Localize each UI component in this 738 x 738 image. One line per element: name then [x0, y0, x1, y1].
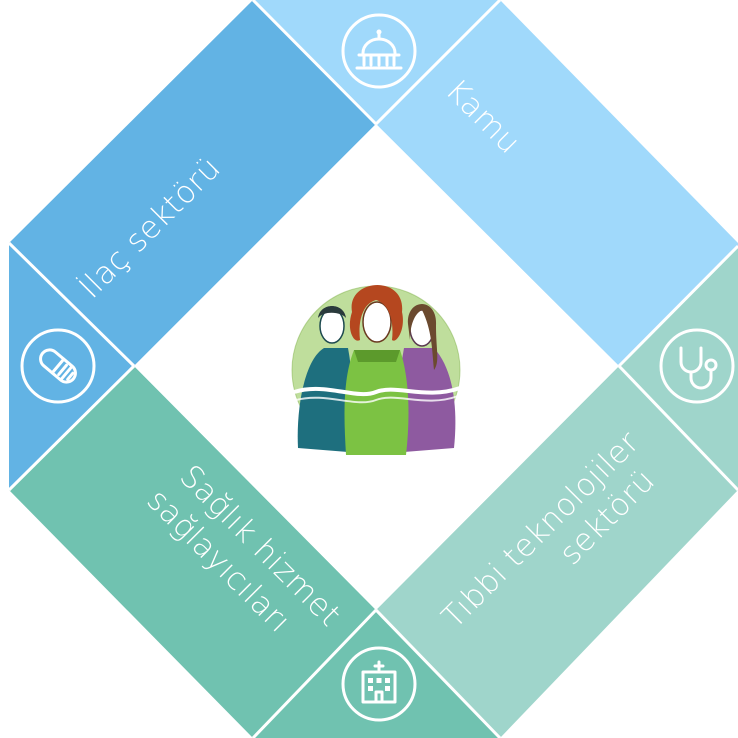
right-icon-segment — [619, 246, 738, 490]
separator-lines — [7, 0, 738, 738]
government-building-icon — [341, 13, 417, 89]
sector-top-left-band — [9, 0, 376, 366]
hospital-icon — [341, 646, 417, 722]
top-icon-segment — [253, 0, 500, 124]
sector-bottom-right-band — [376, 366, 738, 738]
stethoscope-icon — [659, 328, 735, 404]
sector-bottom-left-band — [9, 366, 376, 738]
sector-top-right-band — [376, 0, 738, 366]
bottom-icon-segment — [253, 610, 500, 738]
people-holding-hands-icon — [291, 284, 462, 455]
pill-icon — [20, 328, 96, 404]
